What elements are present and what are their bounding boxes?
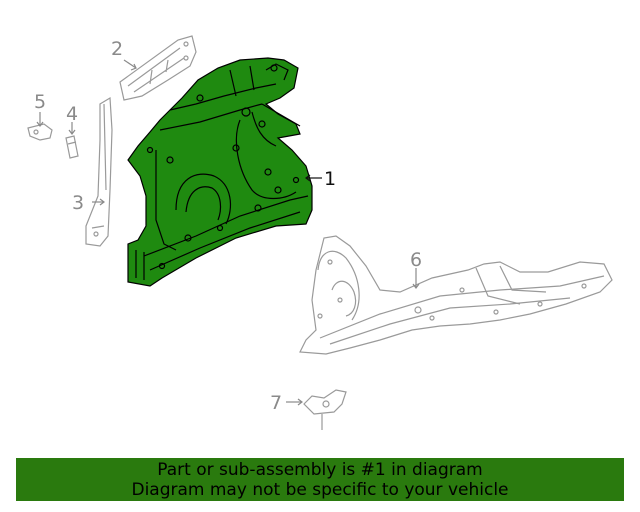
banner-line-disclaimer: Diagram may not be specific to your vehi… (131, 480, 509, 500)
part-6-lower-rail[interactable] (299, 235, 613, 355)
part-4-bracket[interactable] (65, 135, 79, 159)
callout-4: 4 (66, 103, 78, 125)
part-2-upper-rail[interactable] (119, 35, 197, 101)
callout-1: 1 (324, 168, 336, 190)
leader-lines (36, 59, 420, 406)
callout-6: 6 (410, 249, 422, 271)
part-notice-banner: Part or sub-assembly is #1 in diagram Di… (16, 458, 624, 501)
part-1-apron-assembly[interactable] (127, 57, 313, 287)
part-7-mount[interactable] (303, 389, 347, 430)
callout-3: 3 (72, 192, 84, 214)
banner-line-part: Part or sub-assembly is #1 in diagram (157, 460, 483, 480)
callout-2: 2 (111, 38, 123, 60)
callout-5: 5 (34, 91, 46, 113)
callout-7: 7 (270, 392, 282, 414)
part-3-pillar[interactable] (85, 96, 113, 247)
part-5-clip[interactable] (27, 123, 53, 141)
